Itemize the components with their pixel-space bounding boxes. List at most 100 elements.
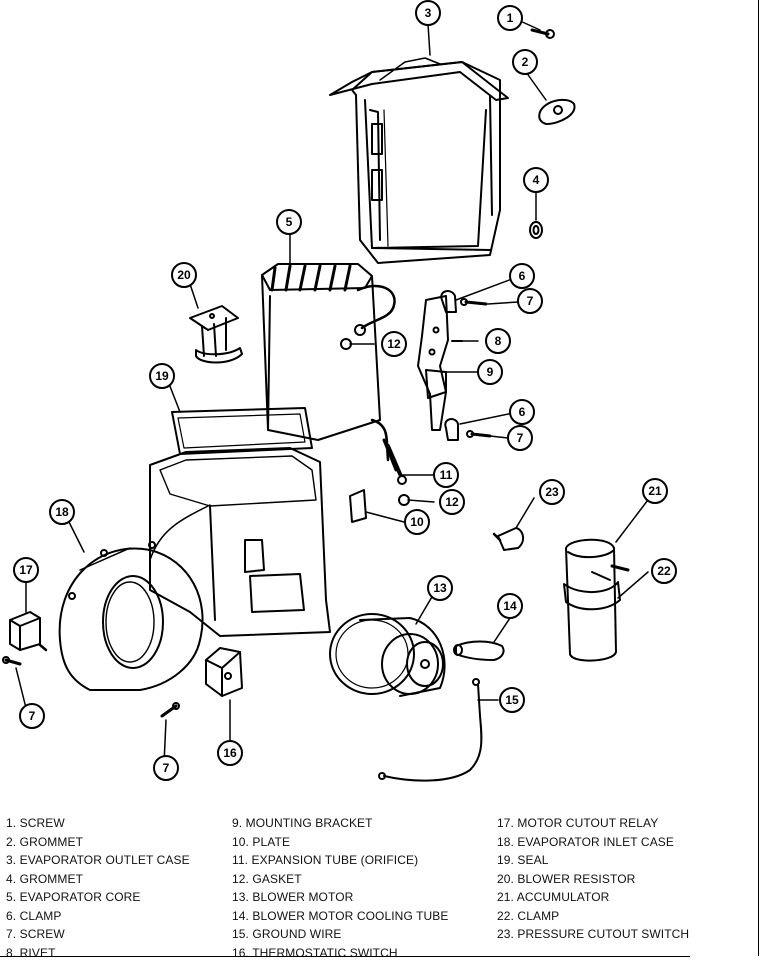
svg-text:7: 7: [517, 431, 524, 445]
callout-9: 9: [477, 359, 503, 385]
evaporator-outlet-case: [329, 57, 509, 264]
svg-text:16: 16: [223, 746, 237, 760]
evaporator-inlet-case: [149, 447, 331, 637]
svg-text:12: 12: [445, 495, 459, 509]
expansion-tube: [386, 444, 407, 485]
svg-text:5: 5: [286, 215, 293, 229]
callout-4: 4: [523, 167, 549, 193]
svg-text:17: 17: [19, 563, 33, 577]
legend-item-13: 13. BLOWER MOTOR: [232, 890, 354, 904]
callout-14: 14: [497, 593, 523, 619]
svg-text:7: 7: [163, 761, 170, 775]
legend-column-1: 1. SCREW 2. GROMMET 3. EVAPORATOR OUTLET…: [6, 814, 190, 962]
callout-18: 18: [49, 499, 75, 525]
callout-2: 2: [512, 49, 538, 75]
callout-8: 8: [485, 328, 511, 354]
legend-column-2: 9. MOUNTING BRACKET 10. PLATE 11. EXPANS…: [232, 814, 449, 962]
svg-text:6: 6: [519, 405, 526, 419]
callout-6-upper: 6: [509, 263, 535, 289]
screw-left: [2, 656, 22, 666]
callout-19: 19: [149, 363, 175, 389]
callout-12-lower: 12: [439, 489, 465, 515]
callout-7-bottom: 7: [153, 755, 179, 781]
legend-item-22: 22. CLAMP: [497, 908, 560, 923]
svg-text:23: 23: [545, 485, 559, 499]
svg-text:12: 12: [387, 337, 401, 351]
legend-item-6: 6. CLAMP: [6, 908, 62, 923]
legend-item-21: 21. ACCUMULATOR: [497, 890, 610, 904]
blower-motor: [329, 613, 446, 697]
blower-resistor: [189, 305, 243, 364]
legend-item-16: 16. THERMOSTATIC SWITCH: [232, 945, 398, 960]
svg-text:4: 4: [533, 173, 540, 187]
legend-item-2: 2. GROMMET: [6, 834, 84, 849]
callout-15: 15: [499, 687, 525, 713]
callout-22: 22: [651, 558, 677, 584]
accumulator-clamp: [563, 571, 621, 611]
svg-text:6: 6: [519, 269, 526, 283]
svg-text:11: 11: [440, 468, 453, 482]
legend-item-20: 20. BLOWER RESISTOR: [497, 871, 636, 886]
callout-23: 23: [539, 479, 565, 505]
svg-text:20: 20: [177, 268, 191, 282]
callout-5: 5: [276, 209, 302, 235]
legend-item-4: 4. GROMMET: [6, 871, 84, 886]
bottom-border: [0, 956, 690, 957]
clamp-upper: [440, 290, 457, 313]
pressure-cutout-switch: [492, 527, 524, 551]
callout-21: 21: [642, 478, 668, 504]
screw-bottom: [160, 702, 180, 718]
callout-16: 16: [217, 740, 243, 766]
legend-item-15: 15. GROUND WIRE: [232, 927, 342, 941]
legend-item-8: 8. RIVET: [6, 945, 56, 960]
callout-7-left: 7: [19, 703, 45, 729]
leader-lines: [15, 19, 655, 765]
legend-column-3: 17. MOTOR CUTOUT RELAY 18. EVAPORATOR IN…: [497, 814, 689, 944]
svg-text:18: 18: [55, 505, 69, 519]
callout-3: 3: [415, 0, 441, 26]
screw-top: [530, 28, 555, 39]
mounting-bracket: [417, 295, 449, 431]
svg-text:2: 2: [522, 55, 529, 69]
legend-item-3: 3. EVAPORATOR OUTLET CASE: [6, 853, 190, 867]
grommet-top: [538, 98, 576, 125]
svg-text:3: 3: [425, 6, 432, 20]
svg-text:7: 7: [527, 294, 534, 308]
svg-text:14: 14: [503, 599, 517, 613]
clamp-lower: [444, 418, 459, 441]
legend-item-14: 14. BLOWER MOTOR COOLING TUBE: [232, 908, 449, 923]
plate: [349, 489, 367, 523]
legend-item-1: 1. SCREW: [6, 816, 65, 830]
callout-12-upper: 12: [381, 331, 407, 357]
motor-cutout-relay: [9, 611, 48, 652]
ground-wire: [378, 678, 483, 782]
svg-text:8: 8: [495, 334, 502, 348]
legend-item-19: 19. SEAL: [497, 853, 549, 867]
svg-text:13: 13: [433, 581, 447, 595]
callouts: 1 2 3 4 5 6 7 8 9 10 11 12 12 13 14 15 1…: [13, 0, 677, 781]
legend-item-23: 23. PRESSURE CUTOUT SWITCH: [497, 927, 690, 941]
thermostatic-switch: [205, 647, 243, 697]
blower-motor-cooling-tube: [453, 640, 505, 661]
right-border: [758, 0, 759, 956]
legend-item-9: 9. MOUNTING BRACKET: [232, 816, 373, 830]
accumulator: [565, 538, 630, 662]
legend-item-18: 18. EVAPORATOR INLET CASE: [497, 834, 675, 849]
svg-text:19: 19: [155, 369, 169, 383]
svg-text:21: 21: [648, 484, 662, 498]
evaporator-core: [261, 263, 398, 472]
screw-lower: [466, 430, 492, 438]
legend-item-7: 7. SCREW: [6, 927, 65, 941]
blower-housing: [58, 541, 204, 691]
callout-7-lower: 7: [507, 425, 533, 451]
callout-17: 17: [13, 557, 39, 583]
svg-text:22: 22: [657, 564, 671, 578]
callout-7-upper: 7: [517, 288, 543, 314]
legend-item-17: 17. MOTOR CUTOUT RELAY: [497, 816, 659, 830]
callout-13: 13: [427, 575, 453, 601]
svg-text:15: 15: [505, 693, 519, 707]
svg-text:10: 10: [410, 515, 424, 529]
svg-text:7: 7: [29, 709, 36, 723]
callout-1: 1: [497, 5, 523, 31]
legend-item-10: 10. PLATE: [232, 834, 291, 849]
